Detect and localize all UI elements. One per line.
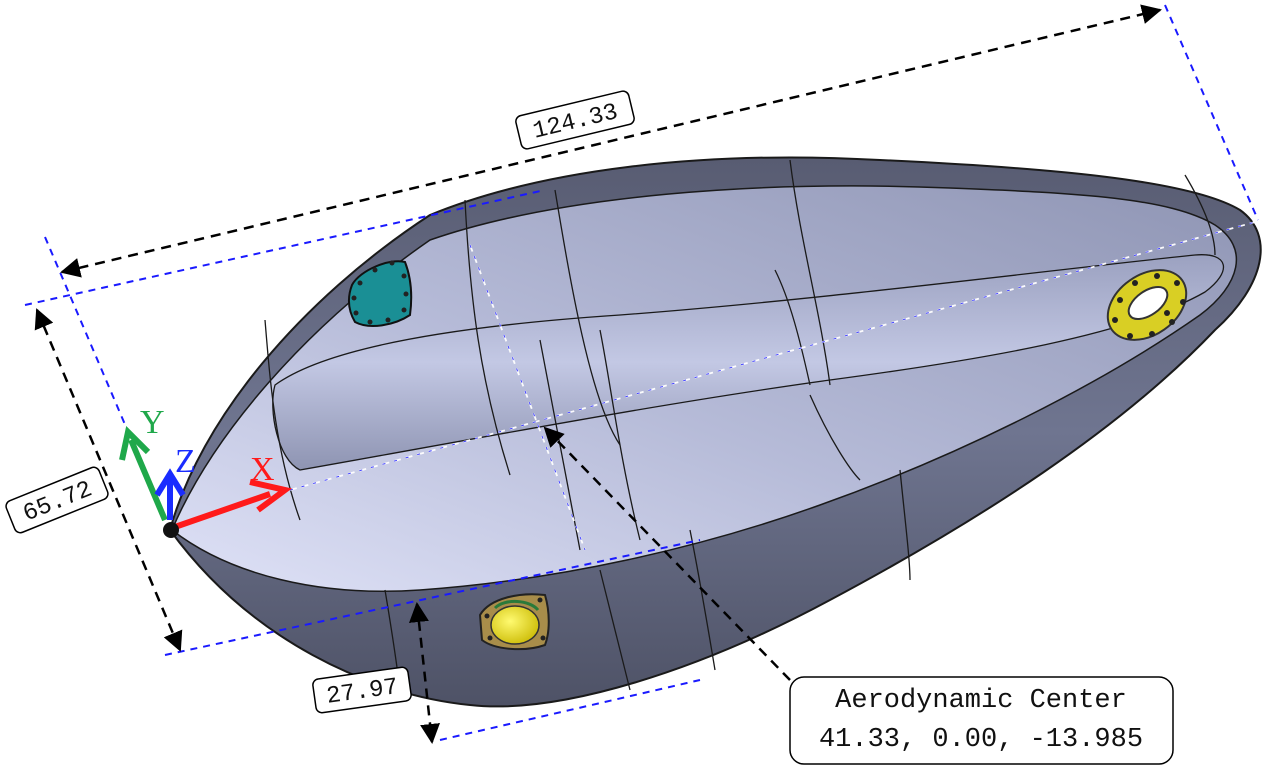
- origin-point: [163, 522, 179, 538]
- aerodynamic-center-callout: Aerodynamic Center 41.33, 0.00, -13.985: [789, 676, 1174, 765]
- length-dimension-line: [60, 4, 1162, 278]
- length-label: 124.33: [515, 90, 635, 150]
- x-axis-arrow: [171, 491, 271, 531]
- y-axis-arrow: [128, 438, 168, 522]
- callout-leader-line: [543, 426, 791, 681]
- z-axis-label: Z: [175, 443, 196, 480]
- depth-dimension-line: [409, 602, 440, 744]
- callout-title: Aerodynamic Center: [835, 686, 1127, 716]
- light-fixture-icon: [478, 593, 550, 651]
- depth-label: 27.97: [312, 666, 412, 714]
- x-axis-label: X: [250, 451, 275, 488]
- dimension-arrows: [34, 4, 1162, 744]
- central-tube: [272, 254, 1224, 471]
- mount-ring-icon: [1106, 269, 1188, 341]
- callout-coords: 41.33, 0.00, -13.985: [819, 725, 1143, 755]
- y-axis-label: Y: [140, 404, 165, 441]
- width-label: 65.72: [5, 466, 109, 534]
- axis-triad: X Y Z: [119, 404, 293, 538]
- width-dimension-line: [34, 308, 183, 652]
